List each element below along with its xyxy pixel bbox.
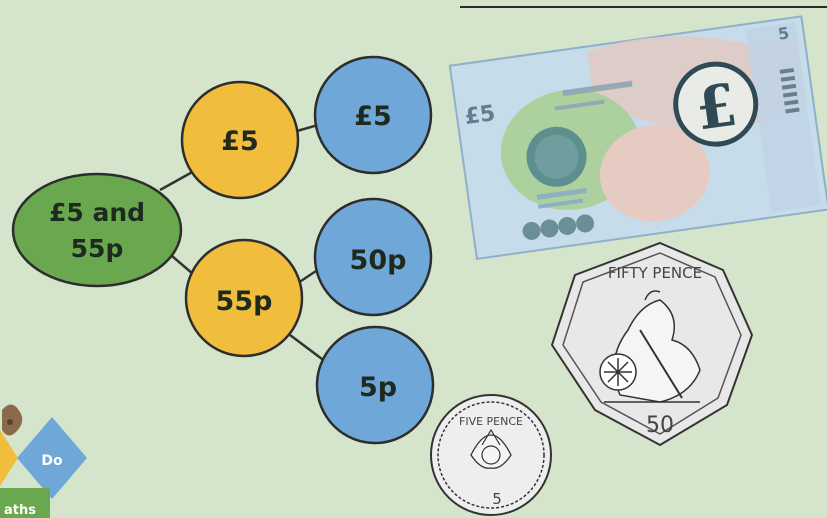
branch-node-pounds: £5 xyxy=(182,82,298,198)
five-pence-coin: FIVE PENCE 5 xyxy=(431,395,551,515)
five-pound-banknote: £ £5 5 xyxy=(450,16,827,259)
leaf-node-5p: 5p xyxy=(317,327,433,443)
do-maths-logo: Do aths xyxy=(0,404,87,518)
logo-do-label: Do xyxy=(41,453,63,469)
branch-pence-label: 55p xyxy=(216,286,273,317)
leaf-5p-label: 5p xyxy=(359,372,397,403)
leaf-50p-label: 50p xyxy=(350,245,407,276)
leaf-node-pounds: £5 xyxy=(315,57,431,173)
five-pence-inscription: FIVE PENCE xyxy=(459,415,523,428)
root-line-2: 55p xyxy=(71,234,124,263)
branch-pounds-label: £5 xyxy=(221,126,259,157)
root-line-1: £5 and xyxy=(49,198,145,227)
logo-maths-label: aths xyxy=(4,503,36,518)
banknote-left-value: £5 xyxy=(463,101,497,130)
five-pence-value: 5 xyxy=(492,490,502,508)
fifty-pence-inscription: FIFTY PENCE xyxy=(608,264,702,282)
root-node: £5 and 55p xyxy=(13,174,181,286)
leaf-pounds-label: £5 xyxy=(354,101,392,132)
leaf-node-50p: 50p xyxy=(315,199,431,315)
branch-node-pence: 55p xyxy=(186,240,302,356)
fifty-pence-coin: FIFTY PENCE 50 xyxy=(552,243,752,445)
fifty-pence-value: 50 xyxy=(646,413,674,438)
